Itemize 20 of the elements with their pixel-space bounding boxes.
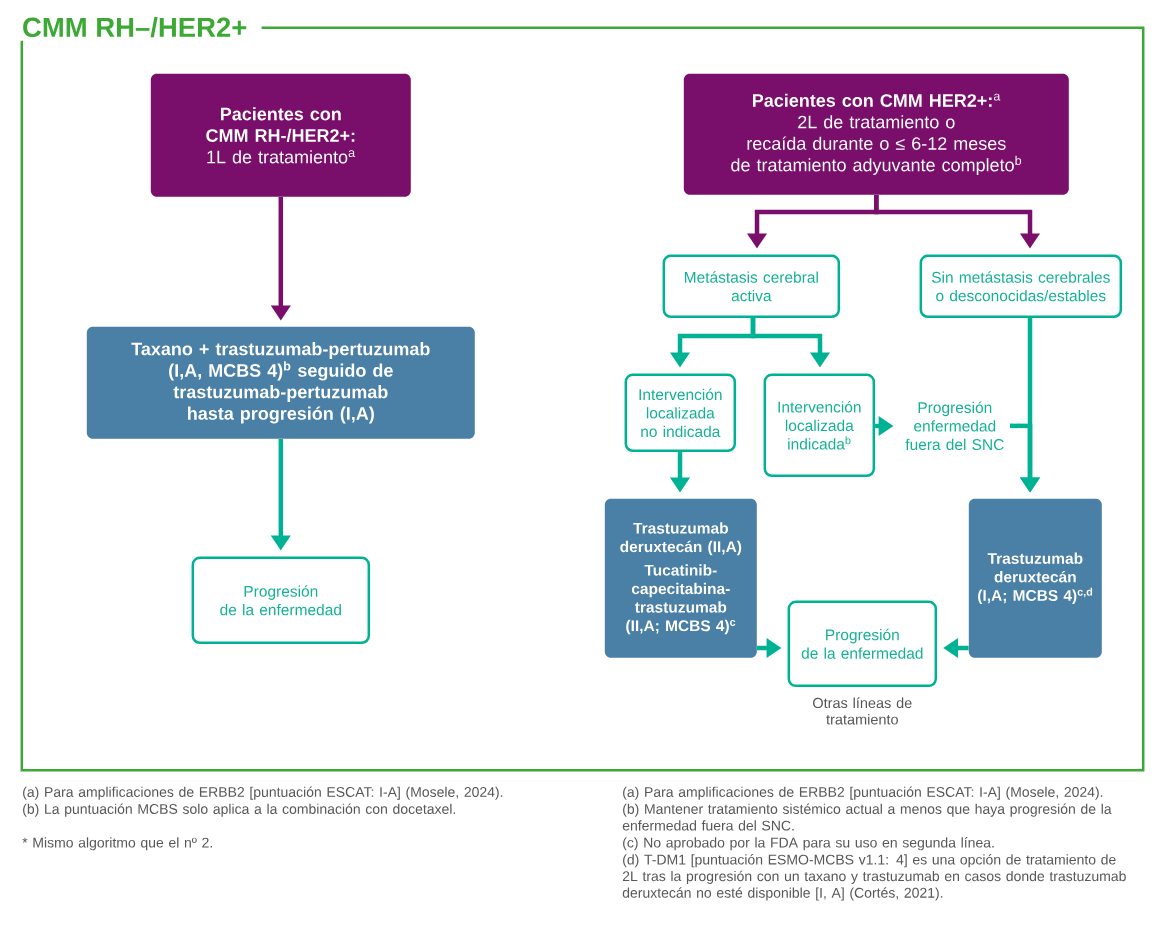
condition-box: Intervención localizada indicada$^{b}$ <box>763 373 876 478</box>
footnote: (b) Mantener tratamiento sistémico actual a menos que haya progresión de la enfermedad fuera del SNC. <box>622 803 1112 831</box>
footnote: * Mismo algoritmo que el nº 2. <box>22 837 212 851</box>
treatment-box: Taxano + trastuzumab-pertuzumab (I,A, MCBS 4)$^{b}$ seguido de trastuzumab-pertuzumab hasta progresión (I,A) <box>86 326 475 439</box>
footnote: (a) Para amplificaciones de ERBB2 [puntuación ESCAT: I-A] (Mosele, 2024). <box>23 786 503 800</box>
footnote: (b) La puntuación MCBS solo aplica a la combinación con docetaxel. <box>23 803 456 817</box>
condition-box: Intervención localizada no indicada <box>624 373 737 453</box>
outcome-box: Progresión de la enfermedad <box>191 556 371 645</box>
footnote: (c) No aprobado por la FDA para su uso en segunda línea. <box>623 837 994 851</box>
footnote: (a) Para amplificaciones de ERBB2 [puntuación ESCAT: I-A] (Mosele, 2024). <box>623 786 1103 800</box>
condition-box: Sin metástasis cerebrales o desconocidas/estables <box>919 254 1123 319</box>
start-box: Pacientes con CMM HER2+:$^{a}$ 2L de tratamiento o recaída durante o ≤ 6-12 meses de tratamiento adyuvante completo$^{b}$ <box>683 73 1069 195</box>
treatment-box: Trastuzumab deruxtecán (II,A) Tucatinib-capecitabina-trastuzumab (II,A; MCBS 4)$^{c}$ <box>604 498 757 658</box>
flow-text: Progresión enfermedad fuera del SNC <box>905 401 1004 451</box>
side-note: Otras líneas de tratamiento <box>813 697 912 725</box>
outcome-box: Progresión de la enfermedad <box>787 600 938 688</box>
footnote: (d) T-DM1 [puntuación ESMO-MCBS v1.1: 4] es una opción de tratamiento de 2L tras la progresión con un taxano y trastuzumab en casos donde trastuzumab deruxtecán no esté disponible [I, A] (Cortés, 2021). <box>622 854 1126 901</box>
condition-box: Metástasis cerebral activa <box>662 254 841 319</box>
treatment-box: Trastuzumab deruxtecán (I,A; MCBS 4)$^{c,d}$ <box>968 498 1102 658</box>
start-box: Pacientes con CMM RH-/HER2+: 1L de tratamiento$^{a}$ <box>150 73 411 197</box>
